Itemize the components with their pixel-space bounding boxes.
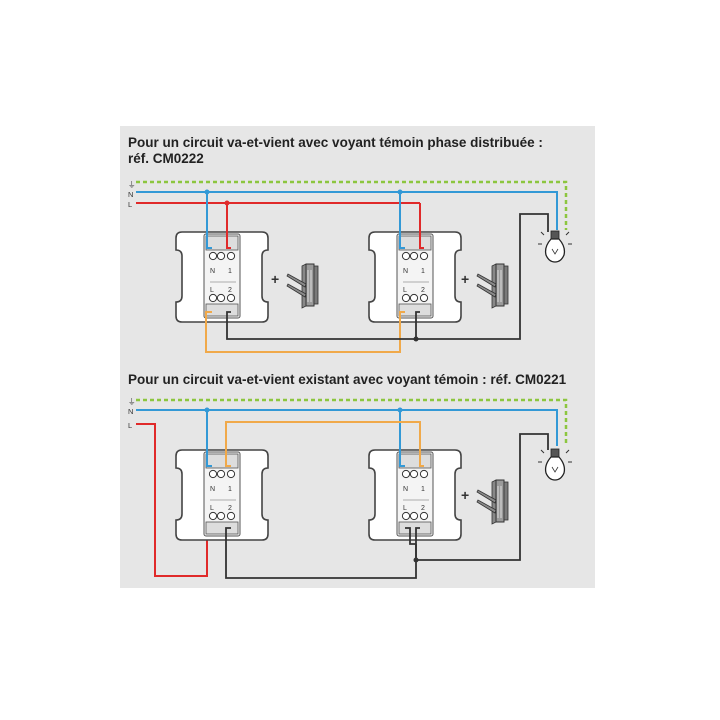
lamp-feed-2 [415, 433, 549, 561]
terminal-2-1b: 2 [421, 287, 425, 294]
terminal-l-1a: L [210, 287, 214, 294]
return-stub-1b [415, 311, 420, 326]
return-wire-1 [226, 213, 549, 340]
neutral-drop-2a [206, 410, 212, 467]
earth-label-1: ⏚ [128, 180, 136, 189]
neutral-wire-2 [136, 409, 558, 446]
section-2-title-line-1: Pour un circuit va-et-vient existant ave… [128, 372, 567, 387]
section-1-title: Pour un circuit va-et-vient avec voyant … [128, 135, 543, 167]
junction-n-2b [397, 407, 403, 413]
terminal-l-2b: L [403, 505, 407, 512]
indicator-insert-icon-1b [476, 263, 509, 309]
junction-n-2a [204, 407, 210, 413]
plus-sign-1b: + [461, 271, 469, 287]
live-drop-1b [419, 203, 424, 249]
section-1-diagram: ⏚ N L N 1 L 2 N 1 [128, 180, 573, 353]
terminal-2-2a: 2 [228, 505, 232, 512]
junction-return-2 [413, 557, 419, 563]
section-2-title: Pour un circuit va-et-vient existant ave… [128, 372, 566, 388]
live-label-2: L [128, 421, 132, 430]
junction-l-1a [224, 200, 230, 206]
earth-wire-2 [136, 398, 568, 446]
terminal-1-1a: 1 [228, 268, 232, 275]
traveller-wire-2 [225, 421, 424, 467]
junction-return-1 [413, 336, 419, 342]
plus-sign-1a: + [271, 271, 279, 287]
section-2-diagram: ⏚ N L N 1 L 2 N 1 L 2 + [128, 397, 573, 579]
junction-n-1b [397, 189, 403, 195]
traveller-wire-1 [205, 311, 405, 353]
neutral-drop-1b [399, 192, 405, 249]
terminal-l-2a: L [210, 505, 214, 512]
terminal-1-2b: 1 [421, 486, 425, 493]
live-label-1: L [128, 200, 132, 209]
neutral-label-2: N [128, 407, 133, 416]
section-1-title-line-1: Pour un circuit va-et-vient avec voyant … [128, 135, 543, 150]
terminal-2-1a: 2 [228, 287, 232, 294]
neutral-wire-1 [136, 191, 558, 230]
earth-label-2: ⏚ [128, 397, 136, 406]
terminal-l-1b: L [403, 287, 407, 294]
switch-module-1a [175, 231, 269, 323]
bridge-2b [405, 527, 416, 545]
section-1-title-line-2: réf. CM0222 [128, 151, 204, 166]
junction-n-1a [204, 189, 210, 195]
earth-wire-1 [136, 180, 568, 230]
terminal-n-1b: N [403, 268, 408, 275]
live-drop-1a [226, 203, 231, 249]
lamp-icon-1 [537, 230, 573, 263]
return-wire-2 [225, 527, 417, 579]
terminal-n-2b: N [403, 486, 408, 493]
plus-sign-2b: + [461, 487, 469, 503]
indicator-insert-icon-1a [286, 263, 319, 309]
neutral-label-1: N [128, 190, 133, 199]
terminal-1-1b: 1 [421, 268, 425, 275]
terminal-n-1a: N [210, 268, 215, 275]
terminal-1-2a: 1 [228, 486, 232, 493]
switch-module-2a [175, 449, 269, 541]
neutral-drop-2b [399, 410, 405, 467]
switch-module-1b [368, 231, 462, 323]
indicator-insert-icon-2b [476, 479, 509, 525]
lamp-icon-2 [537, 448, 573, 481]
switch-module-2b [368, 449, 462, 541]
terminal-2-2b: 2 [421, 505, 425, 512]
terminal-n-2a: N [210, 486, 215, 493]
neutral-drop-1a [206, 192, 212, 249]
